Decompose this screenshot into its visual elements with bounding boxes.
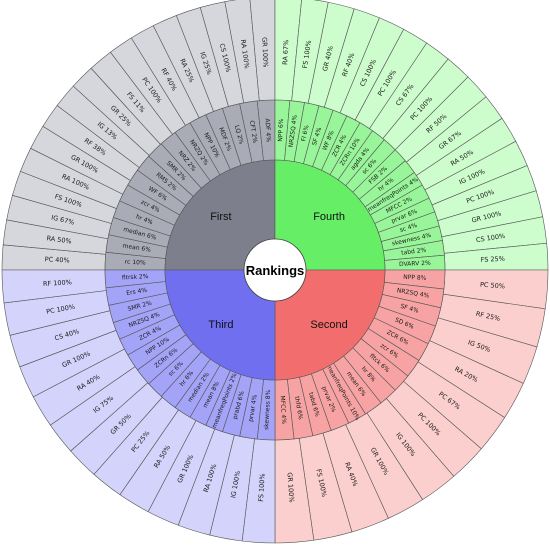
quadrant-label-third: Third (208, 319, 233, 331)
feature-label-first-12: LQ 2% (233, 124, 245, 145)
feature-label-first-0: rc 10% (125, 259, 147, 267)
feature-label-fourth-0: NPP 6% (277, 118, 285, 142)
feature-label-third-0: skewness 8% (263, 389, 272, 430)
method-label-third-12: RF 100% (43, 278, 72, 288)
feature-label-fourth-16: tabd 2% (401, 247, 427, 257)
quadrant-label-fourth: Fourth (313, 211, 345, 223)
method-label-first-15: RA 100% (239, 39, 251, 69)
feature-label-second-0: NPP 8% (403, 274, 427, 282)
feature-label-fourth-2: FI 6% (300, 124, 311, 142)
method-label-fourth-0: RA 67% (281, 39, 290, 65)
feature-label-third-13: Ers 4% (126, 287, 148, 297)
method-label-third-0: FS 100% (257, 473, 267, 502)
feature-label-third-1: prvar 4% (247, 394, 258, 422)
chart-title: Rankings (246, 263, 305, 278)
feature-label-second-13: MFCC 4% (279, 395, 288, 424)
method-label-first-0: PC 40% (45, 255, 70, 264)
method-label-first-1: RA 50% (46, 234, 72, 245)
center-hole (243, 238, 307, 302)
quadrant-label-first: First (210, 211, 231, 223)
feature-label-fourth-17: DVARV 2% (399, 260, 431, 268)
feature-ring-layer: rc 10%mean 6%median 6%hr 4%zcr 4%WF 6%RM… (104, 99, 446, 441)
method-label-second-0: PC 50% (480, 281, 505, 291)
feature-label-second-2: SF 4% (400, 303, 420, 315)
feature-label-first-1: mean 6% (122, 242, 151, 253)
feature-label-first-14: ADF 4% (264, 118, 272, 142)
feature-label-second-12: thfd 6% (293, 396, 304, 421)
feature-label-third-14: fltrsk 2% (122, 273, 149, 281)
method-label-first-16: GR 100% (260, 37, 269, 68)
quadrant-label-second: Second (310, 319, 347, 331)
method-label-second-10: GR 100% (285, 472, 295, 503)
feature-label-fourth-1: NRZSQ 4% (288, 114, 299, 148)
feature-label-first-13: CFT 2% (248, 120, 259, 144)
method-label-fourth-15: FS 25% (480, 255, 505, 264)
